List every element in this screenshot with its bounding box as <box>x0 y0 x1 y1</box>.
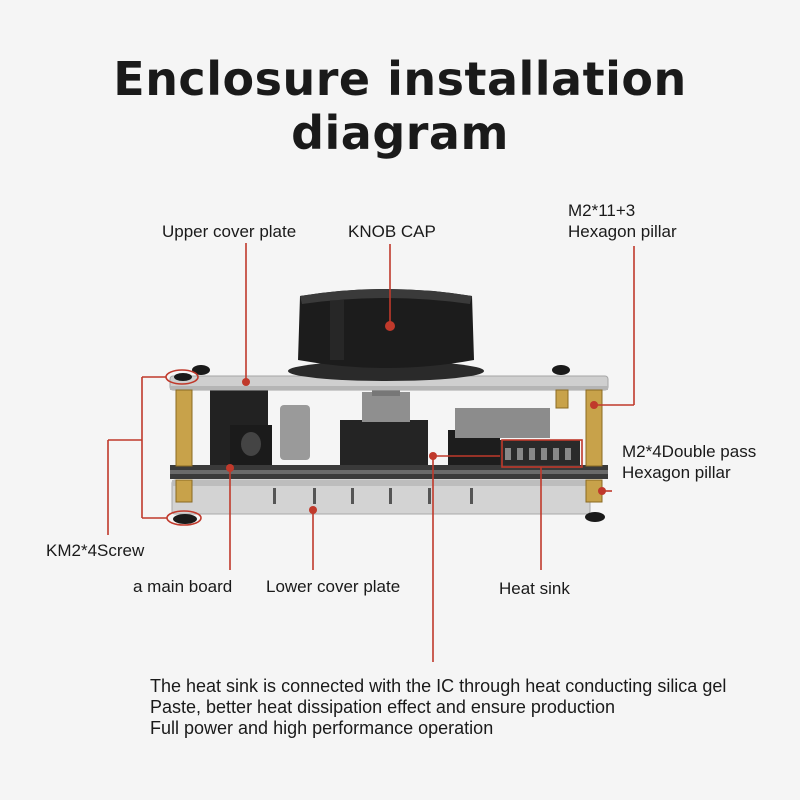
annotation-dots <box>226 321 606 514</box>
label-heat-sink: Heat sink <box>499 579 570 598</box>
note-line: Full power and high performance operatio… <box>150 718 494 738</box>
heat-sink-note: The heat sink is connected with the IC t… <box>150 676 726 739</box>
page-title: Enclosure installation diagram <box>113 52 687 160</box>
lower-cover-plate-shape <box>171 479 591 515</box>
note-line: The heat sink is connected with the IC t… <box>150 676 727 696</box>
note-line: Paste, better heat dissipation effect an… <box>150 697 615 717</box>
label-knob-cap: KNOB CAP <box>348 222 436 241</box>
screws <box>173 365 605 524</box>
label-hex-pillar-name: Hexagon pillar <box>568 222 677 241</box>
main-board-shape <box>170 376 608 479</box>
label-lower-cover-plate: Lower cover plate <box>266 577 401 596</box>
label-hex-pillar-size: M2*11+3 <box>568 201 636 220</box>
label-main-board: a main board <box>133 577 233 596</box>
label-upper-cover-plate: Upper cover plate <box>162 222 297 241</box>
knob-cap-shape <box>288 289 484 381</box>
hexagon-pillars <box>175 389 603 503</box>
label-screw: KM2*4Screw <box>46 541 145 560</box>
label-double-pass-size: M2*4Double pass <box>622 442 757 461</box>
annotation-lines <box>107 243 635 662</box>
label-double-pass-name: Hexagon pillar <box>622 463 731 482</box>
